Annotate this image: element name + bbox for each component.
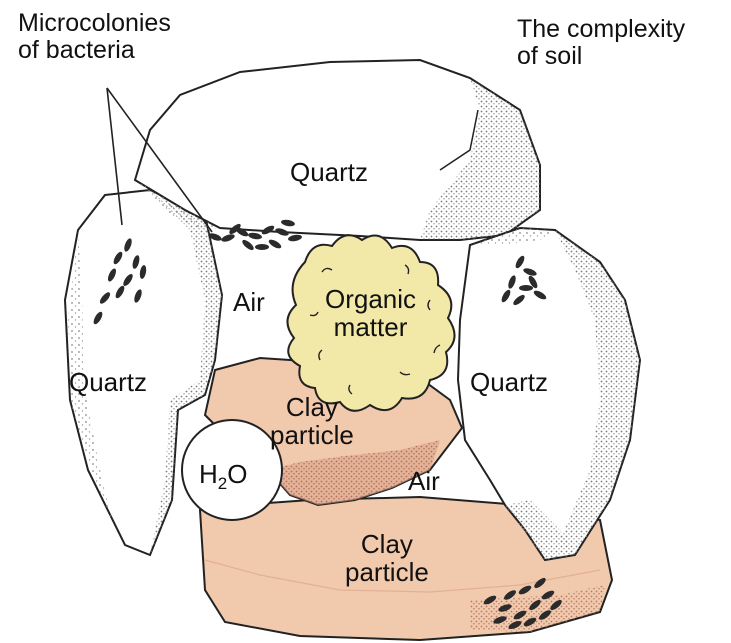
clay-upper-label: Clay particle	[270, 393, 354, 449]
quartz-left-label: Quartz	[69, 368, 147, 396]
page-title: The complexity of soil	[517, 16, 685, 70]
water-label: H2O	[199, 460, 247, 498]
water-label-text: H2O	[199, 459, 247, 489]
quartz-top	[135, 60, 540, 240]
clay-lower-label: Clay particle	[345, 530, 429, 586]
air-label-left: Air	[233, 288, 265, 316]
quartz-right-label: Quartz	[470, 368, 548, 396]
organic-matter-label: Organic matter	[325, 285, 416, 341]
microcolonies-label: Microcolonies of bacteria	[18, 10, 171, 64]
air-label-bottom: Air	[408, 467, 440, 495]
quartz-top-label: Quartz	[290, 158, 368, 186]
